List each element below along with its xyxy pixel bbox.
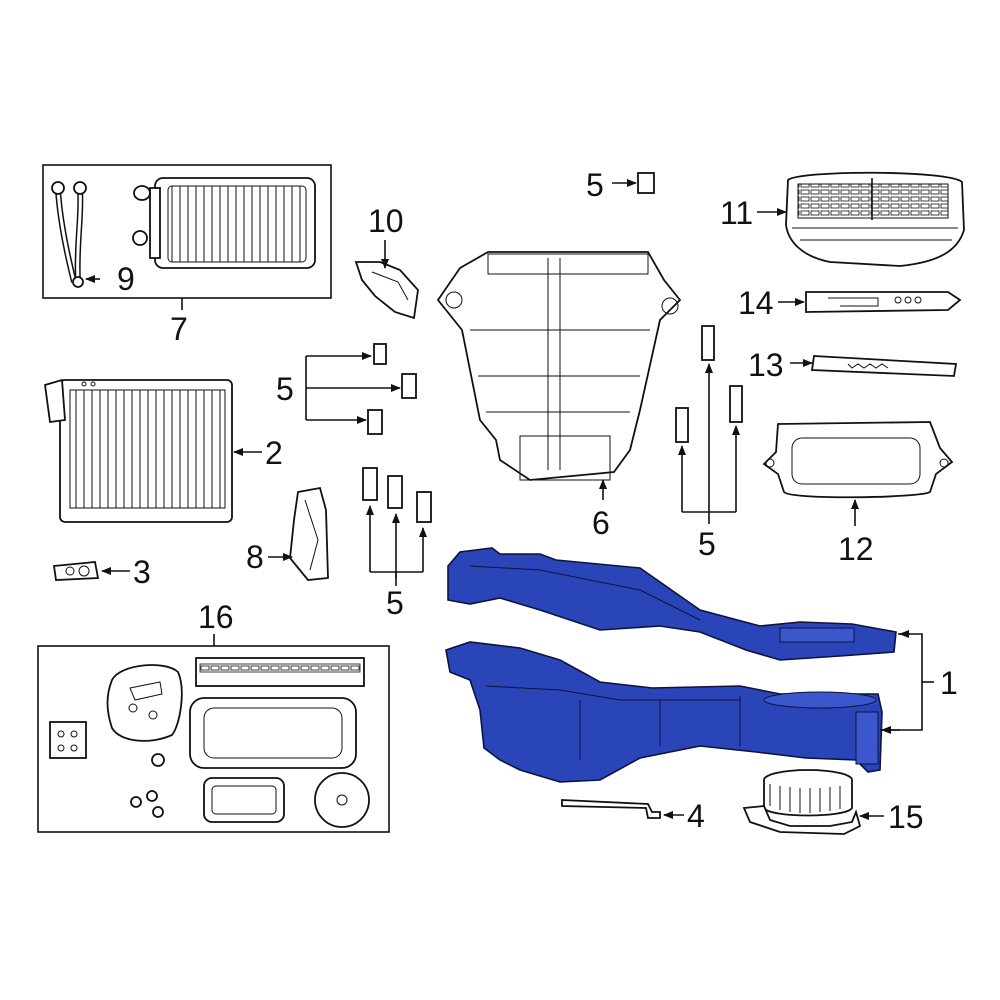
callout-12: 12 [838, 531, 874, 567]
hvac-case-assembly[interactable]: 1 [445, 547, 958, 783]
callout-9: 9 [117, 261, 135, 297]
gasket-plate[interactable] [49, 721, 87, 759]
callout-8: 8 [246, 539, 264, 575]
callout-15: 15 [888, 799, 924, 835]
duct-seal-pad[interactable] [106, 664, 183, 742]
outlet-seal-strip[interactable] [195, 657, 365, 687]
callout-1: 1 [940, 665, 958, 701]
filter-seal[interactable] [203, 777, 285, 823]
callout-5-left: 5 [276, 371, 294, 407]
large-duct-gasket[interactable] [189, 697, 357, 769]
actuator[interactable] [729, 385, 743, 423]
hvac-case-upper [447, 547, 897, 661]
callout-6: 6 [592, 505, 610, 541]
actuator[interactable] [367, 409, 383, 435]
group-16-seal-kit: 16 [37, 599, 390, 833]
callout-10: 10 [368, 203, 404, 239]
actuator[interactable] [701, 325, 715, 361]
temperature-sensor[interactable] [561, 799, 661, 819]
heater-core-seals[interactable] [132, 185, 151, 246]
seal-strip[interactable] [810, 355, 958, 377]
callout-4: 4 [687, 798, 705, 834]
actuator[interactable] [373, 343, 387, 365]
duct-bracket[interactable] [354, 261, 419, 320]
grommets[interactable] [130, 753, 165, 818]
callout-3: 3 [133, 554, 151, 590]
hvac-case-lower [445, 641, 883, 783]
control-rail[interactable] [805, 291, 962, 313]
support-bracket[interactable] [289, 486, 329, 581]
actuator[interactable] [416, 491, 432, 523]
actuator-group-right: 5 [675, 325, 743, 562]
hvac-case-half[interactable] [436, 251, 682, 481]
actuator[interactable] [675, 407, 689, 443]
evaporator-core[interactable] [44, 378, 233, 523]
expansion-valve[interactable] [52, 561, 100, 581]
blower-gasket[interactable] [314, 772, 370, 828]
callout-7: 7 [170, 311, 188, 347]
group-7-frame [42, 164, 332, 299]
actuator[interactable] [401, 373, 417, 399]
callout-5-lower: 5 [386, 585, 404, 621]
callout-13: 13 [748, 347, 784, 383]
callout-5-top: 5 [586, 167, 604, 203]
callout-5-right: 5 [698, 526, 716, 562]
actuator[interactable] [387, 475, 403, 509]
callout-11: 11 [720, 195, 753, 231]
heater-core-tubes[interactable] [51, 181, 87, 288]
group-7-heater-core-kit: 9 7 [42, 164, 332, 347]
filter-housing[interactable] [762, 421, 954, 499]
callout-16: 16 [198, 599, 234, 635]
heater-core[interactable] [149, 177, 316, 269]
air-inlet-housing[interactable] [785, 171, 965, 267]
actuator-group-upper-left: 5 [276, 343, 417, 435]
callout-2: 2 [265, 435, 283, 471]
actuator-top[interactable] [637, 172, 655, 194]
blower-motor[interactable] [742, 769, 862, 835]
actuator[interactable] [362, 467, 378, 501]
actuator-group-lower: 5 [362, 467, 432, 621]
callout-14: 14 [738, 285, 774, 321]
